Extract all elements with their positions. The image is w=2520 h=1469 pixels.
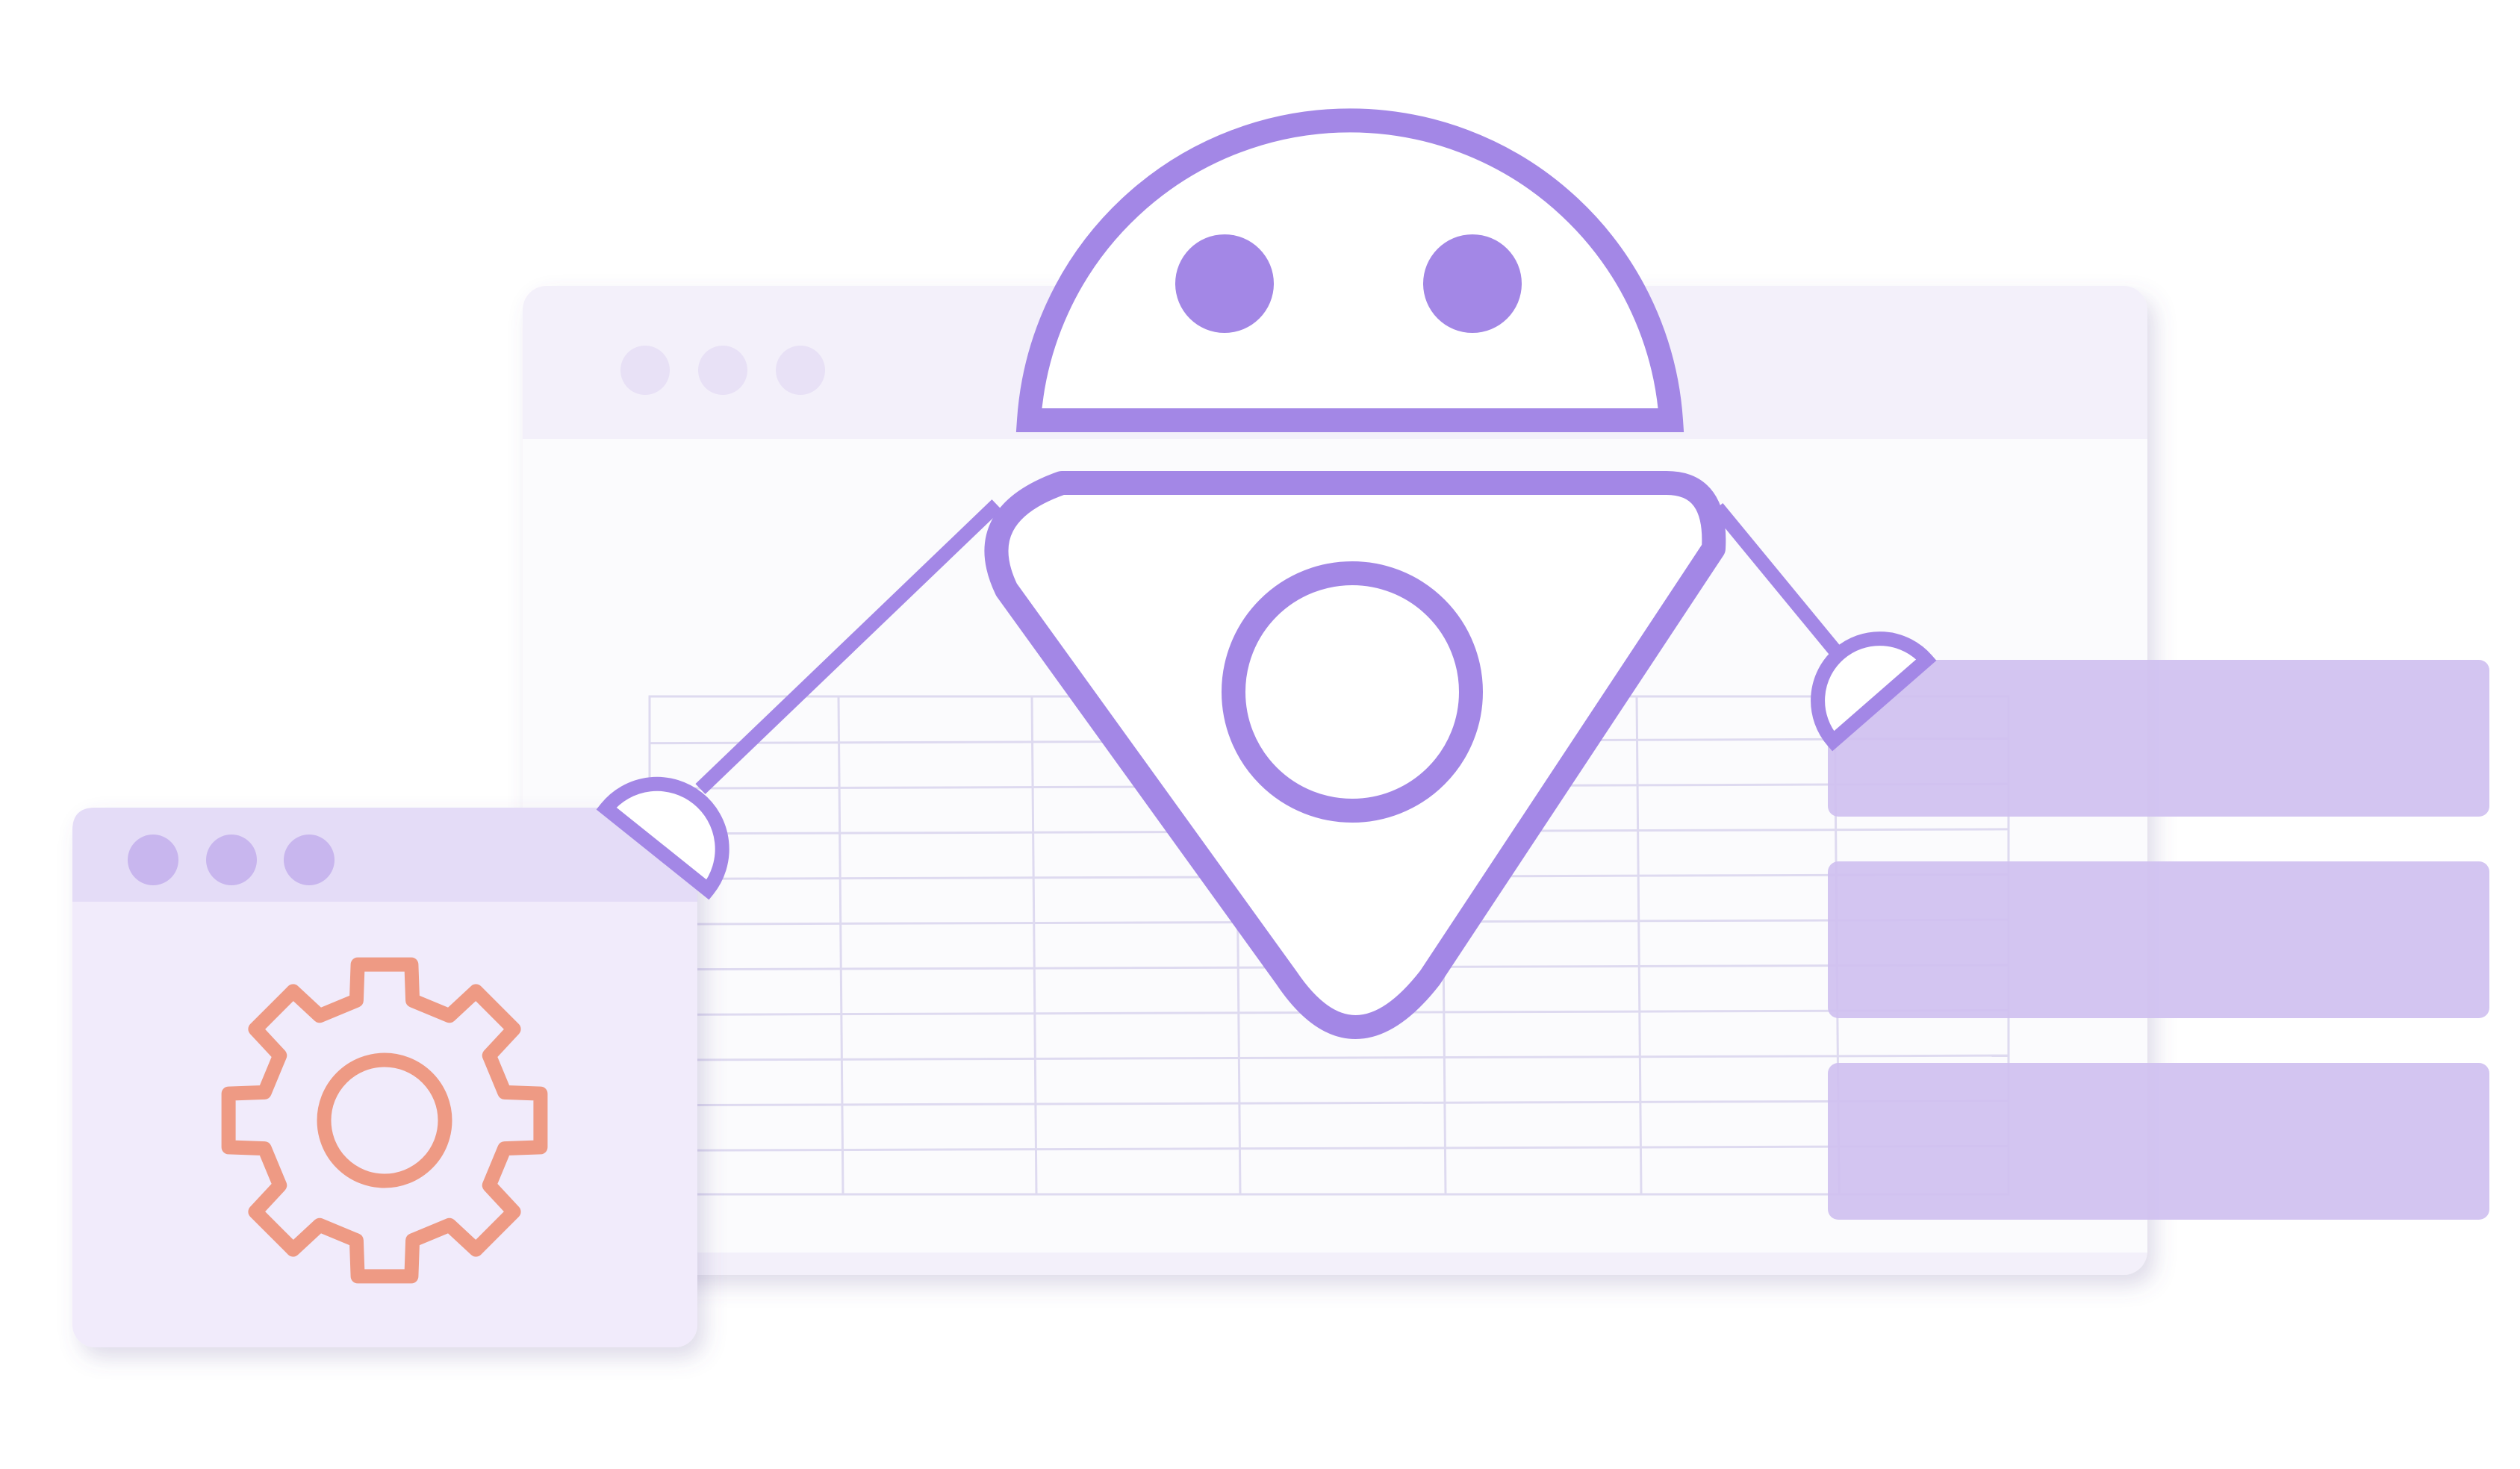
list-card <box>1828 1063 2489 1220</box>
gear-icon-outline <box>221 957 548 1284</box>
robot-left-eye <box>1175 234 1274 333</box>
table-row-line <box>649 1100 2009 1107</box>
window-dot <box>206 835 257 885</box>
robot-right-arm <box>1711 502 1841 656</box>
robot-right-hand <box>1811 631 1937 752</box>
robot-right-eye <box>1423 234 1522 333</box>
table-column-line <box>1635 696 1643 1195</box>
settings-window <box>72 808 697 1347</box>
table-column-line <box>837 696 844 1195</box>
gear-icon-hub <box>317 1052 452 1188</box>
robot-head <box>1015 108 1684 432</box>
window-dot <box>128 835 178 885</box>
gear-icon <box>221 957 548 1284</box>
robot-chest-circle <box>1222 561 1483 823</box>
window-dot <box>284 835 335 885</box>
robot <box>695 108 1841 1039</box>
list-cards <box>1828 660 2489 1220</box>
table-column-line <box>1030 696 1038 1195</box>
settings-window-body <box>72 808 697 1347</box>
robot-left-arm <box>695 499 1002 794</box>
list-card <box>1828 660 2489 817</box>
robot-left-hand <box>596 776 729 900</box>
window-dot <box>776 346 825 395</box>
window-dot <box>620 346 670 395</box>
table-row-line <box>649 1054 2009 1061</box>
list-card <box>1828 861 2489 1018</box>
table-row-line <box>649 1144 2009 1152</box>
window-dot <box>698 346 747 395</box>
settings-window-title-dots <box>128 835 335 885</box>
main-window-title-dots <box>620 346 825 395</box>
